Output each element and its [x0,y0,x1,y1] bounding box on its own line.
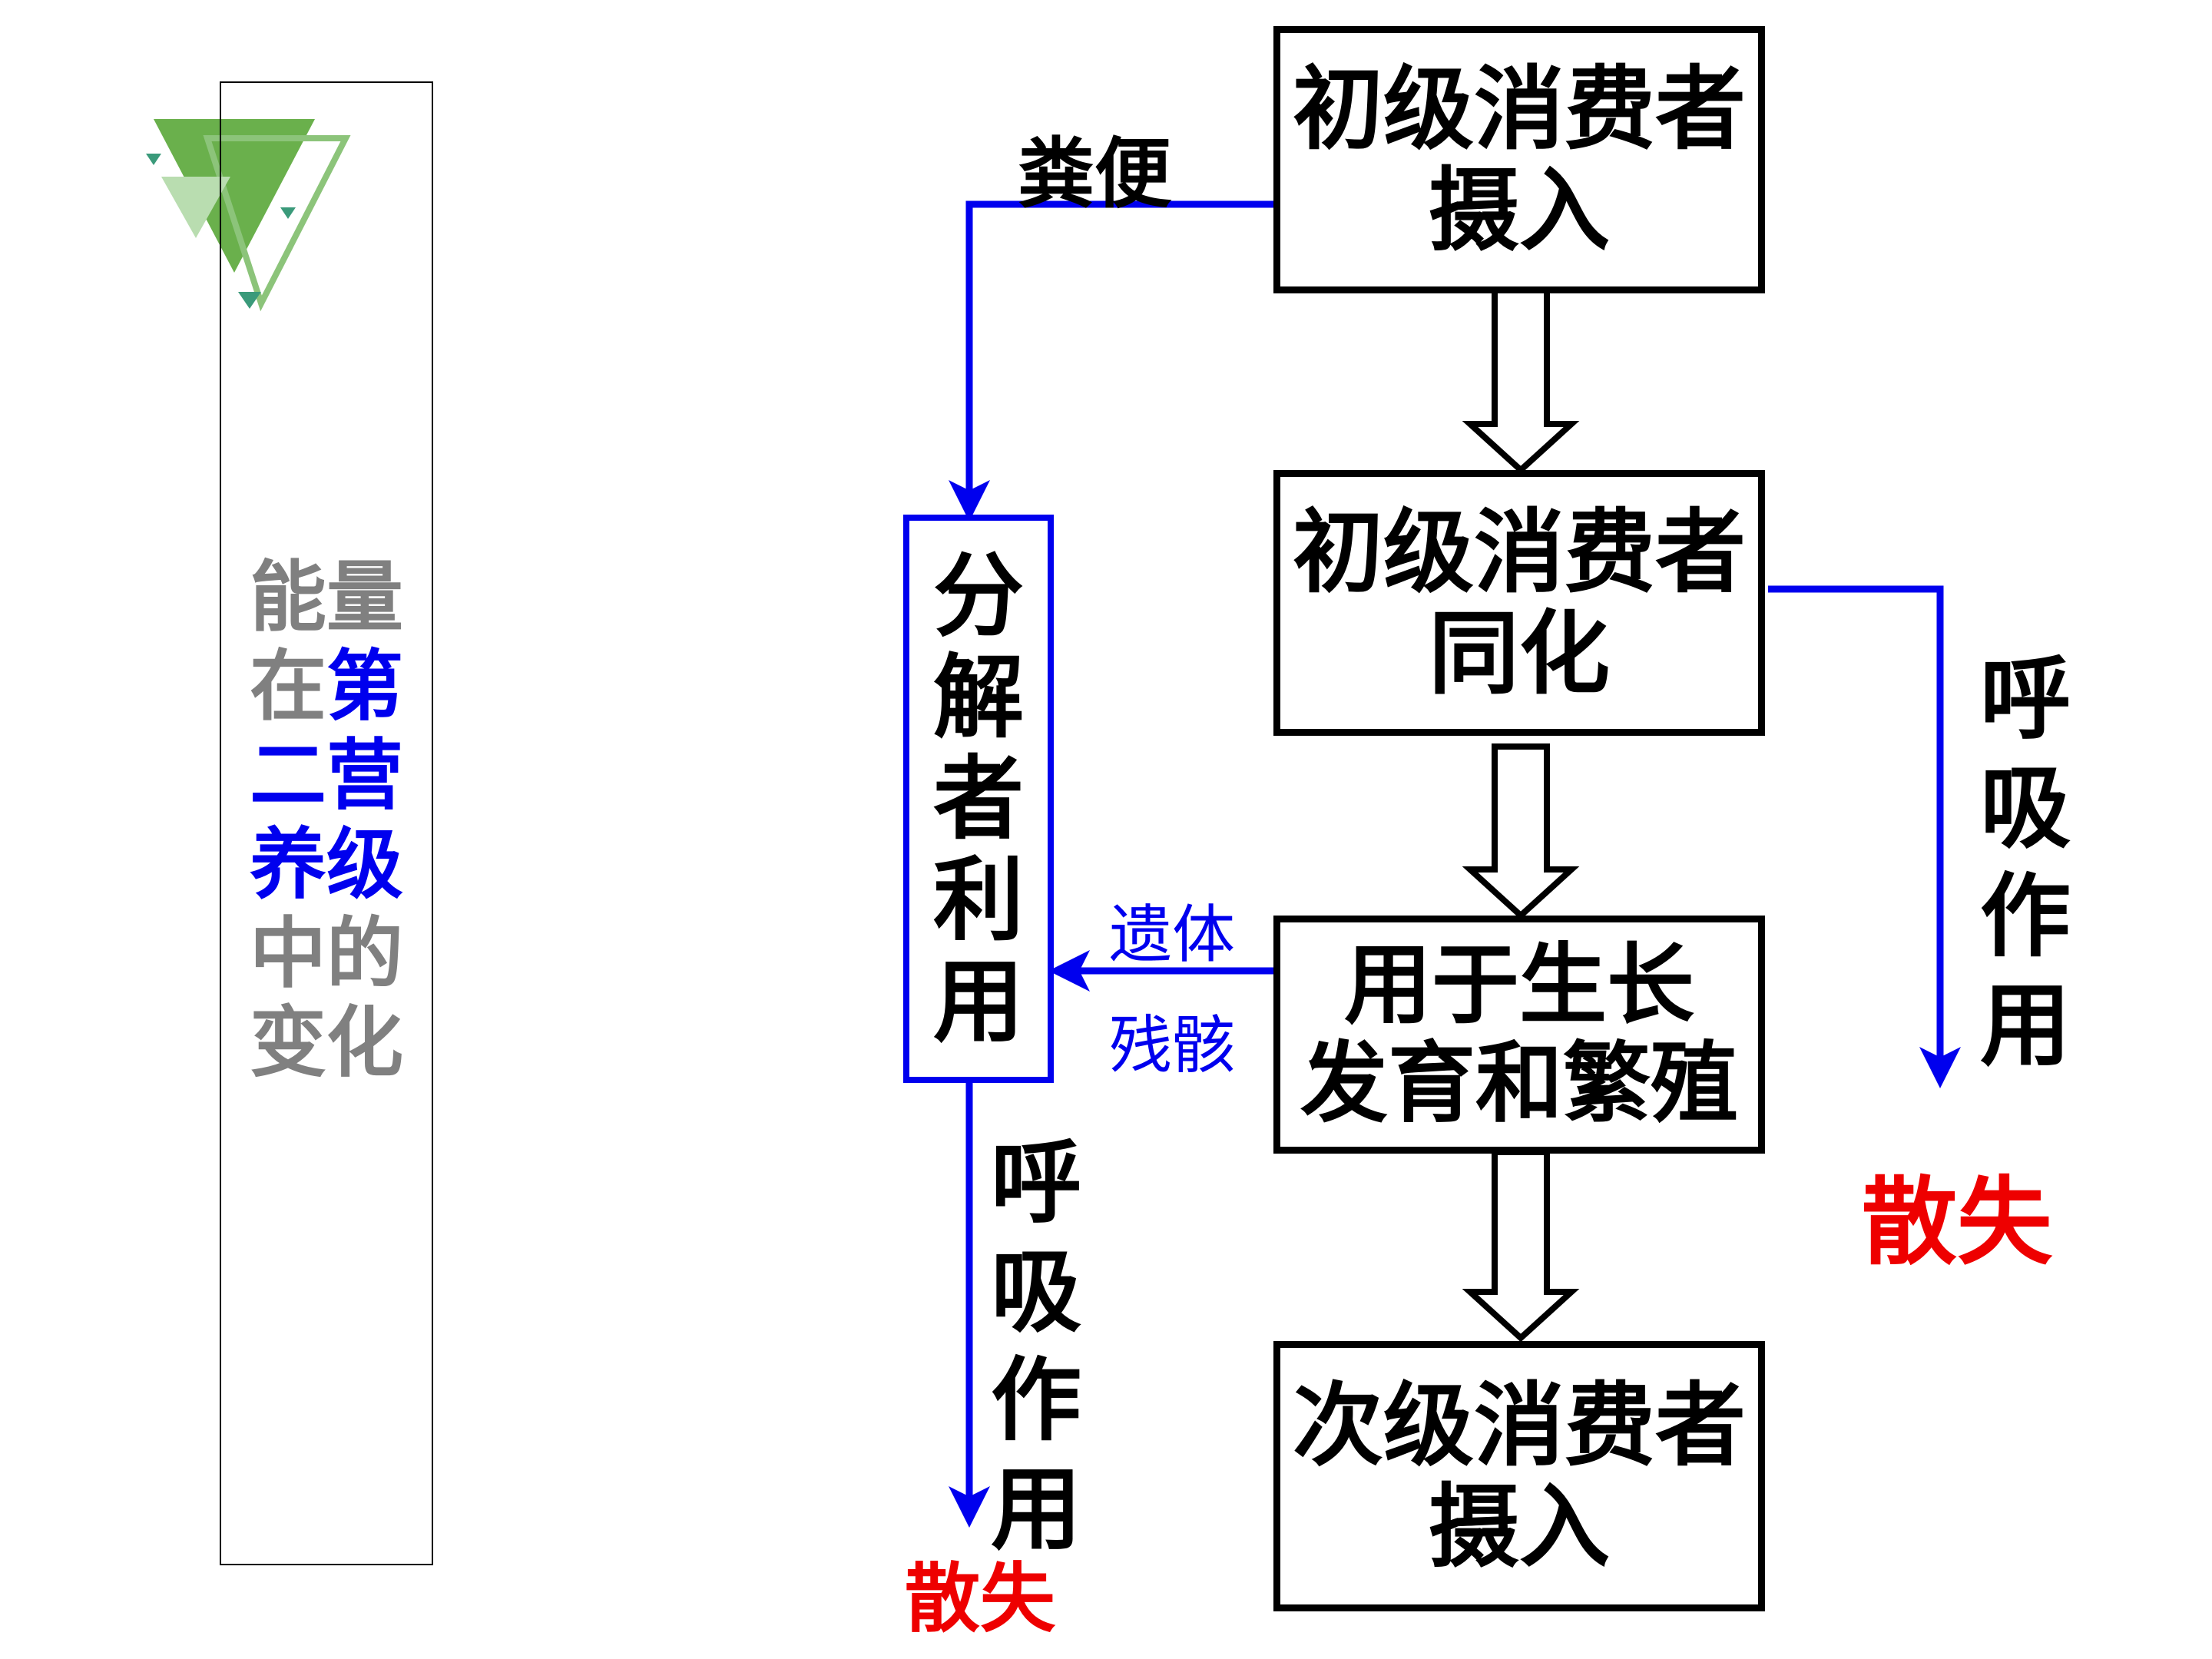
respiration-char: 呼 [991,1130,1082,1236]
remains-label-2: 残骸 [1109,1009,1236,1082]
box-line: 发育和繁殖 [1300,1032,1738,1134]
side-title-segment: 二营 [250,730,403,820]
respiration-char: 吸 [1980,754,2071,861]
decomposer-char: 分 [932,542,1024,649]
decomposer-box: 分解者利用 [903,515,1054,1083]
respiration-char: 吸 [991,1238,1082,1345]
side-title-line: 养级 [238,820,415,909]
secondary-consumer-intake-box: 次级消费者 摄入 [1273,1341,1765,1611]
side-title-line: 在第 [238,642,415,731]
green-triangle-logo-icon [146,119,351,312]
growth-reproduction-box: 用于生长 发育和繁殖 [1273,916,1765,1154]
decomposer-char: 者 [932,745,1024,852]
box-line: 同化 [1428,601,1610,707]
decomposer-char: 解 [932,644,1024,750]
respiration-label-left: 呼吸作用 [991,1129,1081,1564]
respiration-char: 作 [1980,863,2071,970]
hollow-arrow-intake-to-assimilation [1462,283,1580,475]
decomposer-char: 用 [932,949,1024,1055]
side-title-line: 变化 [238,998,415,1088]
hollow-arrow-assimilation-to-growth [1462,743,1580,920]
loss-label-left: 散失 [905,1555,1056,1643]
remains-label-1: 遗体 [1109,899,1236,972]
decomposer-char: 利 [932,847,1024,954]
respiration-label-right: 呼吸作用 [1980,645,2071,1080]
side-title-segment: 养级 [250,820,403,909]
side-title-segment: 在 [250,641,326,731]
side-title-segment: 变化 [250,998,403,1088]
side-title-segment: 能量 [250,552,403,642]
box-line: 摄入 [1428,157,1610,263]
primary-consumer-intake-box: 初级消费者 摄入 [1273,26,1765,293]
respiration-flow-line-right [1768,585,1961,1088]
box-line: 初级消费者 [1292,498,1746,605]
side-panel-frame [220,81,433,1565]
feces-flow-line [949,200,1277,522]
box-line: 次级消费者 [1292,1372,1746,1479]
box-line: 摄入 [1428,1474,1610,1580]
feces-label: 粪便 [1018,129,1171,219]
side-title-line: 中的 [238,909,415,998]
loss-label-right: 散失 [1862,1167,2053,1278]
side-title-line: 能量 [238,553,415,642]
box-line: 初级消费者 [1292,55,1746,162]
side-title-segment: 中的 [250,909,403,998]
respiration-char: 作 [991,1347,1082,1454]
box-line: 用于生长 [1343,934,1694,1037]
respiration-char: 用 [1980,972,2071,1078]
respiration-char: 用 [991,1455,1082,1562]
primary-consumer-assimilation-box: 初级消费者 同化 [1273,470,1765,736]
side-title-segment: 第 [326,641,403,731]
hollow-arrow-growth-to-next [1462,1149,1580,1343]
side-title-line: 二营 [238,731,415,820]
side-title: 能量在第二营养级中的变化 [238,553,415,1088]
respiration-char: 呼 [1980,646,2071,752]
